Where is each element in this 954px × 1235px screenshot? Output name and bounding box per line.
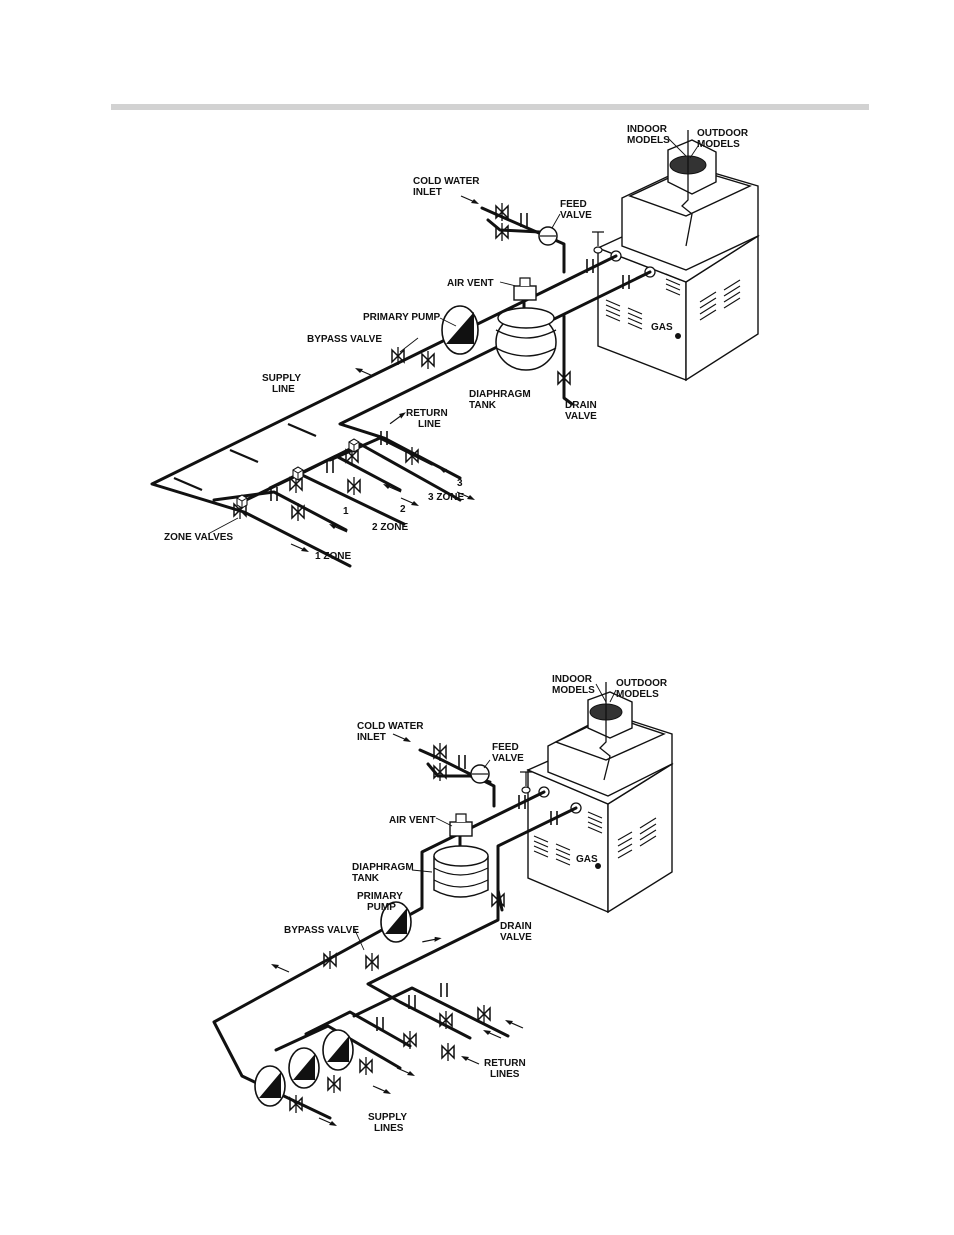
d2-cold-water-inlet-line2: INLET — [357, 732, 386, 743]
boiler-louvers — [533, 811, 657, 866]
d2-indoor-models-line2: MODELS — [552, 685, 595, 696]
diaphragm-tank-body — [433, 856, 489, 898]
d1-outdoor-models-line1: OUTDOOR — [697, 128, 749, 139]
d1-zone-2-label: 2 ZONE — [372, 522, 408, 533]
zone-pump-3 — [322, 1029, 354, 1071]
air-vent — [449, 821, 473, 837]
boiler-unit — [596, 139, 760, 382]
supply-branch-3 — [304, 1010, 412, 1048]
d2-drain-valve-line1: DRAIN — [500, 921, 532, 932]
d2-drain-valve-line2: VALVE — [500, 932, 532, 943]
d2-outdoor-models-line2: MODELS — [616, 689, 659, 700]
d1-drain-valve-line2: VALVE — [565, 411, 597, 422]
d1-indoor-models-line2: MODELS — [627, 135, 670, 146]
diaphragm-tank-bands — [433, 867, 489, 888]
air-vent-cap — [519, 277, 531, 286]
d1-feed-valve-line2: VALVE — [560, 210, 592, 221]
d2-bypass-valve-label: BYPASS VALVE — [284, 925, 359, 936]
d2-return-lines-line1: RETURN — [484, 1058, 526, 1069]
d1-bypass-valve-label: BYPASS VALVE — [307, 334, 382, 345]
d1-diaphragm-tank-line2: TANK — [469, 400, 497, 411]
d1-zone-number-3: 3 — [457, 478, 463, 489]
leader-lines — [353, 683, 617, 951]
d2-gas-label: GAS — [576, 854, 598, 865]
air-vent-cap — [455, 813, 467, 822]
leader-lines — [207, 137, 699, 535]
d1-feed-valve-line1: FEED — [560, 199, 587, 210]
d1-air-vent-label: AIR VENT — [447, 278, 494, 289]
return-main — [366, 806, 578, 1040]
feed-valve — [470, 764, 490, 784]
zone-1-return-branch — [212, 490, 348, 532]
d1-return-line-line2: LINE — [418, 419, 441, 430]
d2-cold-water-inlet-line1: COLD WATER — [357, 721, 424, 732]
d2-supply-lines-line2: LINES — [374, 1123, 404, 1134]
d2-indoor-models-line1: INDOOR — [552, 674, 593, 685]
gas-connection — [675, 333, 681, 339]
zone-pump-2 — [288, 1047, 320, 1089]
primary-pump — [441, 305, 479, 355]
d1-zone-3-label: 3 ZONE — [428, 492, 464, 503]
d2-supply-lines-line1: SUPPLY — [368, 1112, 407, 1123]
d1-primary-pump-label: PRIMARY PUMP — [363, 312, 441, 323]
d2-air-vent-label: AIR VENT — [389, 815, 436, 826]
d2-primary-pump-line1: PRIMARY — [357, 891, 403, 902]
d2-feed-valve-line1: FEED — [492, 742, 519, 753]
return-header — [352, 986, 510, 1038]
zone-2-supply-branch — [244, 472, 406, 526]
d2-diaphragm-tank-line1: DIAPHRAGM — [352, 862, 414, 873]
d1-indoor-models-line1: INDOOR — [627, 124, 668, 135]
zone-valve-piping-diagram: INDOOR MODELS OUTDOOR MODELS COLD WATER … — [150, 124, 760, 568]
header-rule — [111, 104, 869, 110]
cold-water-feed-line — [480, 206, 566, 274]
d1-diaphragm-tank-line1: DIAPHRAGM — [469, 389, 531, 400]
d2-primary-pump-line2: PUMP — [367, 902, 396, 913]
drain-leg — [562, 314, 574, 406]
d1-return-line-line1: RETURN — [406, 408, 448, 419]
d1-supply-line-line1: SUPPLY — [262, 373, 301, 384]
d1-zone-valves-label: ZONE VALVES — [164, 532, 233, 543]
cold-water-feed-line — [418, 748, 496, 808]
diaphragm-tank-top — [497, 307, 555, 329]
d1-drain-valve-line1: DRAIN — [565, 400, 597, 411]
drain-leg — [496, 888, 504, 912]
d1-cold-water-inlet-line1: COLD WATER — [413, 176, 480, 187]
relief-valve — [520, 771, 532, 794]
cutaway-break-line — [599, 682, 611, 781]
boiler-louvers — [605, 273, 741, 330]
d1-outdoor-models-line2: MODELS — [697, 139, 740, 150]
zone-pump-1 — [254, 1065, 286, 1107]
d2-outdoor-models-line1: OUTDOOR — [616, 678, 668, 689]
zone-3-supply-branch — [298, 442, 462, 502]
boiler-unit — [526, 691, 674, 914]
zone-pump-piping-diagram: INDOOR MODELS OUTDOOR MODELS COLD WATER … — [212, 674, 674, 1134]
valves — [233, 202, 630, 522]
supply-branch-2 — [274, 1024, 402, 1070]
feed-valve — [538, 226, 558, 246]
diaphragm-tank-top — [433, 845, 489, 867]
d1-zone-number-1: 1 — [343, 506, 349, 517]
supply-crossovers — [173, 422, 317, 492]
relief-valve — [592, 231, 604, 254]
d1-zone-1-label: 1 ZONE — [315, 551, 351, 562]
d1-supply-line-line2: LINE — [272, 384, 295, 395]
d2-diaphragm-tank-line2: TANK — [352, 873, 380, 884]
d1-zone-number-2: 2 — [400, 504, 406, 515]
air-vent — [513, 285, 537, 301]
diaphragm-tank-band — [495, 329, 557, 357]
supply-main — [150, 254, 618, 568]
gas-connection — [595, 863, 601, 869]
d1-cold-water-inlet-line2: INLET — [413, 187, 442, 198]
cutaway-break-line — [681, 130, 693, 247]
d2-return-lines-line2: LINES — [490, 1069, 520, 1080]
d1-gas-label: GAS — [651, 322, 673, 333]
d2-feed-valve-line2: VALVE — [492, 753, 524, 764]
